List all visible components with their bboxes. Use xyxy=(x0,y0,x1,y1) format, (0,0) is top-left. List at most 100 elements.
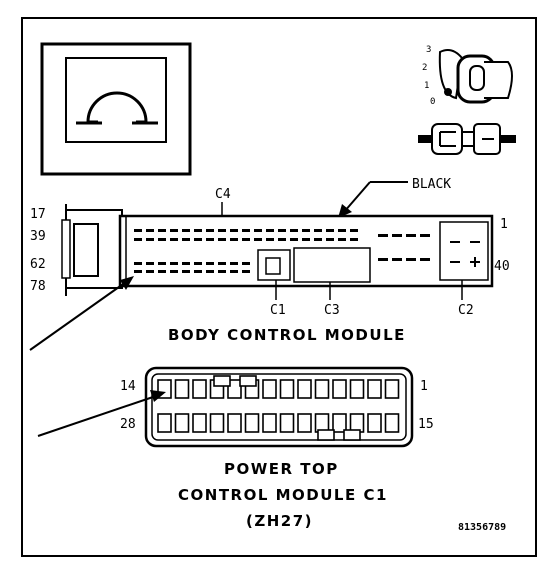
ptcm-key xyxy=(213,375,231,387)
c4-pin xyxy=(230,238,238,241)
c4-pin xyxy=(266,238,274,241)
c4-pin xyxy=(290,229,298,232)
c4-pin xyxy=(378,234,388,237)
c4-pin xyxy=(230,229,238,232)
key-pos-3: 3 xyxy=(426,45,431,55)
c4-pin xyxy=(290,238,298,241)
c4-pin xyxy=(242,238,250,241)
power-top-connector xyxy=(144,366,414,448)
ignition-key-icon: 3 2 1 0 xyxy=(422,45,513,107)
pin-1-right-label: 1 xyxy=(500,217,508,232)
c4-pin xyxy=(218,238,226,241)
c4-pin xyxy=(392,234,402,237)
ptcm-pin xyxy=(279,413,295,433)
c4-pin xyxy=(146,262,154,265)
ptcm-title-line3: (ZH27) xyxy=(246,512,313,530)
pin-15-label: 15 xyxy=(418,417,434,432)
c4-pin xyxy=(378,258,388,261)
ptcm-pin xyxy=(297,413,312,433)
ptcm-pin xyxy=(332,379,347,399)
c4-pin xyxy=(350,238,358,241)
c4-pin xyxy=(266,229,274,232)
connector-icon xyxy=(418,123,516,155)
ptcm-key xyxy=(343,429,361,441)
c4-pin xyxy=(420,234,430,237)
pin-1-top-label: 1 xyxy=(420,379,428,394)
c4-pin xyxy=(338,238,346,241)
c4-pin xyxy=(278,238,286,241)
body-control-module xyxy=(61,204,494,296)
ptcm-pin xyxy=(384,413,400,433)
c4-pin xyxy=(158,229,166,232)
c4-pin xyxy=(182,229,190,232)
c4-pin xyxy=(302,229,310,232)
c4-pin xyxy=(350,229,358,232)
c4-pin xyxy=(206,270,214,273)
pin-14-label: 14 xyxy=(120,379,136,394)
pin-40-label: 40 xyxy=(494,259,510,274)
ptcm-pin xyxy=(174,379,190,399)
pin-62-label: 62 xyxy=(30,257,46,272)
c4-pin xyxy=(206,238,214,241)
c4-pin xyxy=(182,238,190,241)
figure-id: 81356789 xyxy=(458,522,506,533)
c4-pin xyxy=(392,258,402,261)
outer-frame xyxy=(21,17,537,557)
pin-39-label: 39 xyxy=(30,229,46,244)
ptcm-pin xyxy=(384,379,400,399)
c4-pin xyxy=(218,229,226,232)
c4-pin xyxy=(230,270,238,273)
c4-pin xyxy=(134,262,142,265)
key-pos-1: 1 xyxy=(424,81,429,91)
c4-pin xyxy=(182,262,190,265)
c4-pin xyxy=(254,238,262,241)
ptcm-pin xyxy=(349,379,365,399)
ptcm-title-line1: POWER TOP xyxy=(224,460,339,478)
c4-pin xyxy=(242,229,250,232)
c4-pin xyxy=(278,229,286,232)
c4-pin xyxy=(314,238,322,241)
c2-label: C2 xyxy=(458,303,474,318)
c4-pin xyxy=(218,270,226,273)
c4-pin xyxy=(206,262,214,265)
c4-pin xyxy=(158,262,166,265)
c4-pin xyxy=(326,229,334,232)
c4-pin xyxy=(242,262,250,265)
c4-pin xyxy=(406,258,416,261)
pin-28-label: 28 xyxy=(120,417,136,432)
c4-pin xyxy=(242,270,250,273)
ptcm-pin xyxy=(262,379,277,399)
ptcm-pin xyxy=(174,413,190,433)
c4-pin xyxy=(170,270,178,273)
c4-pin xyxy=(194,238,202,241)
c4-pin xyxy=(146,238,154,241)
c4-pin xyxy=(194,270,202,273)
pin-17-label: 17 xyxy=(30,207,46,222)
ptcm-pin xyxy=(297,379,312,399)
c4-pin xyxy=(420,258,430,261)
c4-pin xyxy=(314,229,322,232)
c1-label: C1 xyxy=(270,303,286,318)
c4-pin xyxy=(182,270,190,273)
key-pos-2: 2 xyxy=(422,63,427,73)
ptcm-pin xyxy=(157,413,172,433)
c4-pin xyxy=(326,238,334,241)
ptcm-pin xyxy=(262,413,277,433)
black-label: BLACK xyxy=(412,177,451,192)
c4-pin xyxy=(170,238,178,241)
bcm-title: BODY CONTROL MODULE xyxy=(168,326,406,344)
c4-pin xyxy=(134,238,142,241)
ptcm-key xyxy=(317,429,335,441)
key-pos-0: 0 xyxy=(430,97,435,107)
c4-pin xyxy=(146,229,154,232)
c4-pin xyxy=(146,270,154,273)
ptcm-pin xyxy=(332,413,347,433)
c4-pin xyxy=(230,262,238,265)
ptcm-pin-rows xyxy=(157,375,400,441)
c4-pin xyxy=(170,229,178,232)
ptcm-pin xyxy=(192,379,207,399)
ptcm-pin xyxy=(279,379,295,399)
ptcm-pin xyxy=(244,413,260,433)
ptcm-key xyxy=(239,375,257,387)
ptcm-pin xyxy=(314,379,330,399)
